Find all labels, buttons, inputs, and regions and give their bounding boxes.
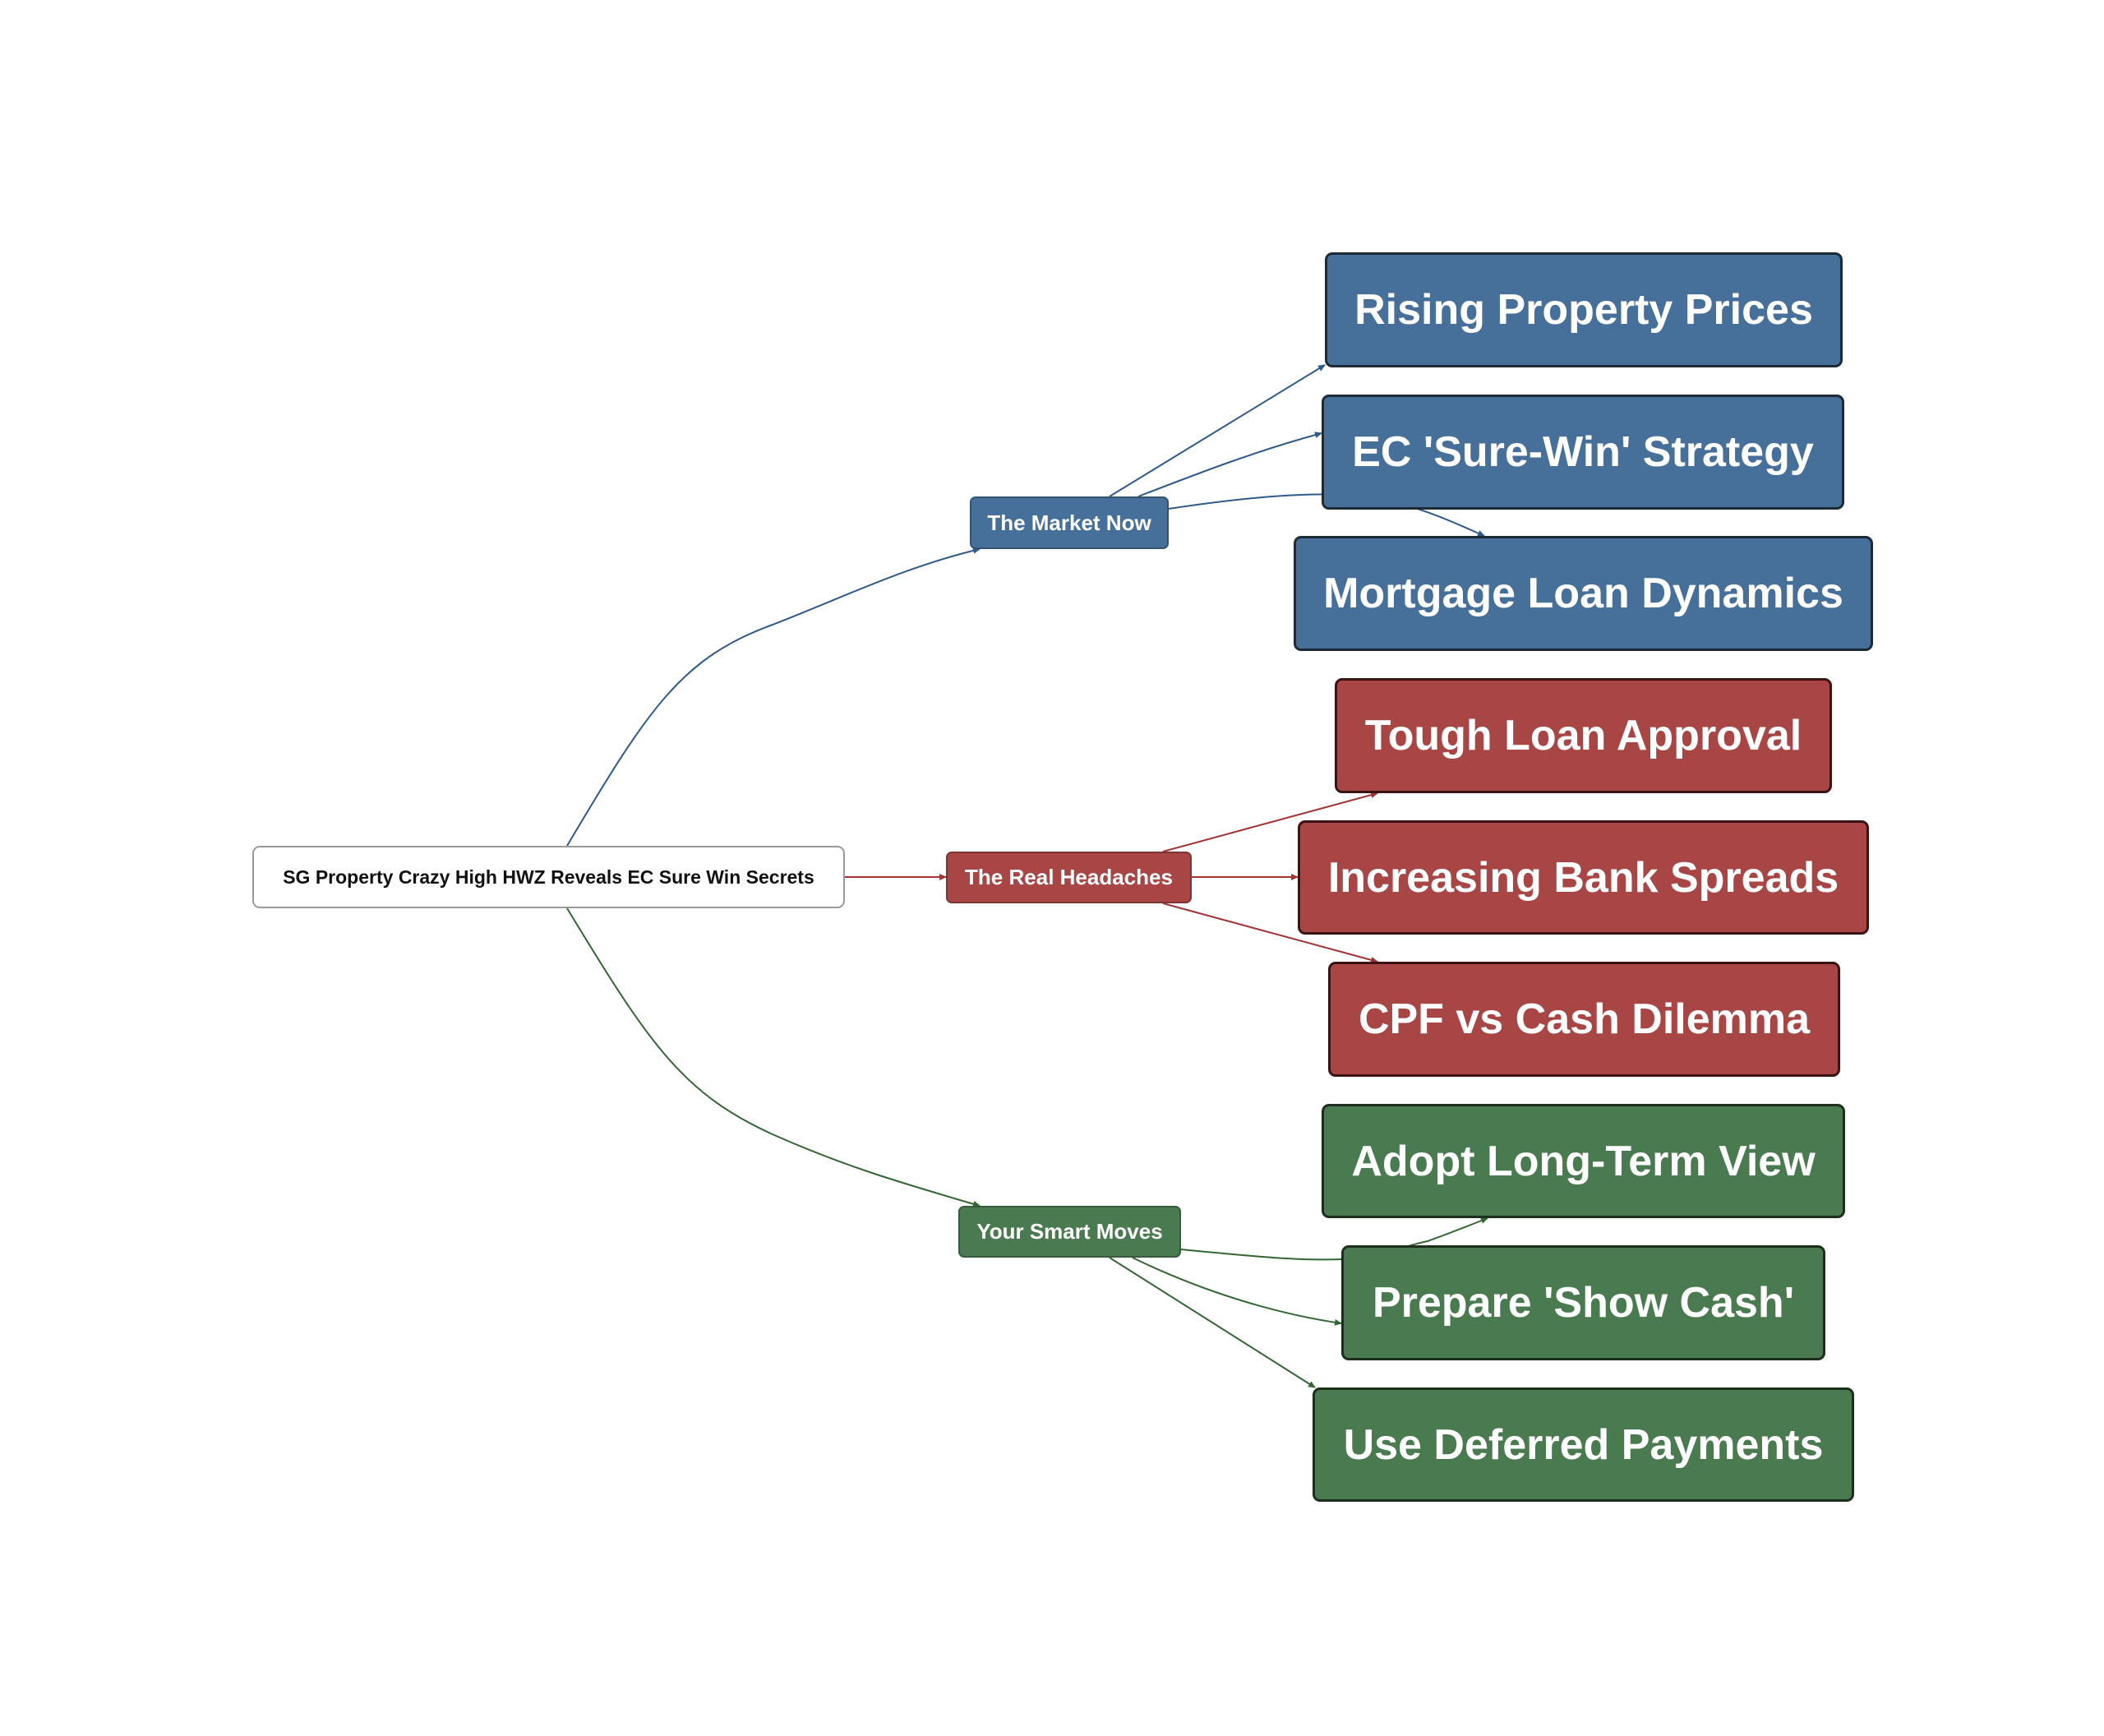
branch-label: The Market Now	[987, 510, 1151, 535]
leaf-label: CPF vs Cash Dilemma	[1358, 995, 1811, 1043]
leaf-rising-property-prices[interactable]: Rising Property Prices	[1325, 252, 1843, 367]
edge-headaches-cpf	[1162, 903, 1378, 963]
branch-market-now[interactable]: The Market Now	[970, 496, 1169, 549]
leaf-mortgage-loan-dynamics[interactable]: Mortgage Loan Dynamics	[1294, 536, 1873, 651]
leaf-label: EC 'Sure-Win' Strategy	[1352, 428, 1814, 476]
leaf-use-deferred-payments[interactable]: Use Deferred Payments	[1313, 1387, 1854, 1502]
leaf-tough-loan-approval[interactable]: Tough Loan Approval	[1335, 678, 1832, 793]
root-node[interactable]: SG Property Crazy High HWZ Reveals EC Su…	[252, 846, 845, 908]
leaf-ec-sure-win-strategy[interactable]: EC 'Sure-Win' Strategy	[1322, 395, 1844, 510]
edge-root-moves	[566, 907, 980, 1207]
edge-market-ec	[1137, 432, 1322, 497]
leaf-adopt-long-term-view[interactable]: Adopt Long-Term View	[1322, 1104, 1845, 1218]
leaf-label: Prepare 'Show Cash'	[1372, 1279, 1795, 1327]
branch-label: The Real Headaches	[965, 865, 1173, 889]
edge-moves-deferred	[1109, 1257, 1316, 1388]
leaf-label: Mortgage Loan Dynamics	[1323, 570, 1843, 617]
branch-label: Your Smart Moves	[976, 1219, 1163, 1244]
edge-headaches-tough	[1162, 792, 1378, 852]
leaf-label: Adopt Long-Term View	[1351, 1137, 1816, 1185]
leaf-label: Rising Property Prices	[1354, 286, 1813, 334]
leaf-label: Tough Loan Approval	[1364, 712, 1802, 760]
leaf-cpf-vs-cash-dilemma[interactable]: CPF vs Cash Dilemma	[1328, 962, 1840, 1077]
branch-smart-moves[interactable]: Your Smart Moves	[958, 1206, 1181, 1258]
edge-root-market	[566, 547, 980, 847]
branch-real-headaches[interactable]: The Real Headaches	[946, 852, 1192, 903]
leaf-label: Use Deferred Payments	[1343, 1420, 1824, 1469]
edge-market-rising	[1109, 364, 1326, 497]
leaf-increasing-bank-spreads[interactable]: Increasing Bank Spreads	[1298, 820, 1869, 935]
root-label: SG Property Crazy High HWZ Reveals EC Su…	[283, 866, 814, 888]
leaf-prepare-show-cash[interactable]: Prepare 'Show Cash'	[1341, 1245, 1825, 1360]
edge-moves-prepare	[1132, 1257, 1342, 1326]
leaf-label: Increasing Bank Spreads	[1327, 853, 1839, 902]
